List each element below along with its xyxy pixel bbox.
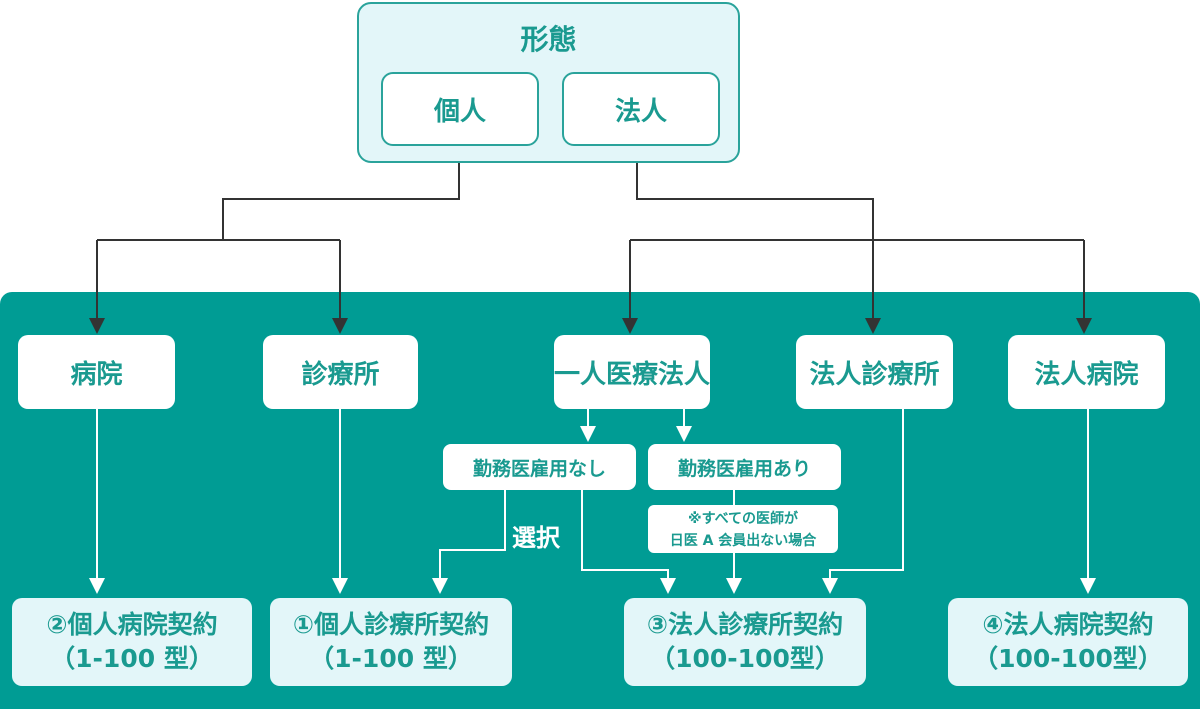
business-form-title: 形態 (520, 23, 577, 56)
select-label: 選択 (512, 524, 560, 552)
contract-individual-hospital: ②個人病院契約 （1-100 型） (12, 598, 252, 686)
contract-line-1: ③法人診療所契約 (646, 610, 844, 639)
corporate-box: 法人 (562, 72, 720, 146)
contract-line-2: （100-100型） (973, 644, 1163, 673)
contract-line-1: ①個人診療所契約 (292, 610, 490, 639)
contract-corp-hospital: ④法人病院契約 （100-100型） (948, 598, 1188, 686)
individual-connector (89, 149, 460, 334)
note-box: ※すべての医師が 日医 A 会員出ない場合 (648, 505, 838, 553)
note-line-2: 日医 A 会員出ない場合 (669, 533, 817, 549)
contract-line-1: ②個人病院契約 (46, 610, 218, 639)
individual-box: 個人 (381, 72, 539, 146)
contract-individual-clinic: ①個人診療所契約 （1-100 型） (270, 598, 512, 686)
category-one-person-corp: 一人医療法人 (554, 335, 710, 409)
corporate-connector (622, 149, 1092, 334)
contract-line-2: （1-100 型） (50, 644, 214, 673)
category-hospital: 病院 (18, 335, 175, 409)
contract-line-2: （1-100 型） (309, 644, 473, 673)
employed-doctor-box: 勤務医雇用あり (648, 444, 841, 490)
note-line-1: ※すべての医師が (687, 511, 799, 527)
contract-line-2: （100-100型） (650, 644, 840, 673)
no-employed-doctor-box: 勤務医雇用なし (443, 444, 636, 490)
internal-connectors (89, 409, 1096, 594)
contract-corp-clinic: ③法人診療所契約 （100-100型） (624, 598, 866, 686)
category-corp-hospital: 法人病院 (1008, 335, 1165, 409)
category-clinic: 診療所 (263, 335, 418, 409)
contract-line-1: ④法人病院契約 (982, 610, 1154, 639)
category-corp-clinic: 法人診療所 (796, 335, 953, 409)
